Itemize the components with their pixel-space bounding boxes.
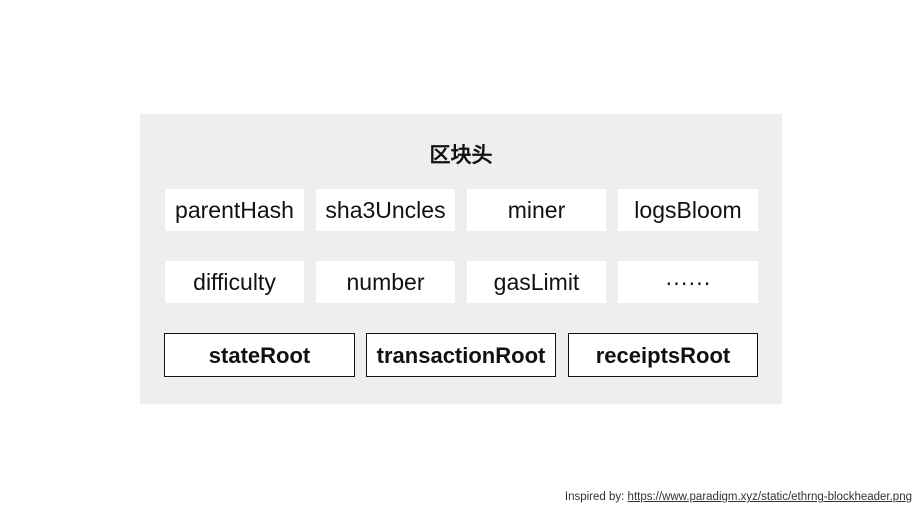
field-receipts-root: receiptsRoot bbox=[568, 333, 758, 377]
field-gas-limit: gasLimit bbox=[467, 261, 606, 303]
block-header-title: 区块头 bbox=[429, 143, 493, 167]
field-ellipsis: ······ bbox=[618, 261, 758, 303]
credit-line: Inspired by: https://www.paradigm.xyz/st… bbox=[565, 491, 912, 503]
field-miner: miner bbox=[467, 189, 606, 231]
credit-link[interactable]: https://www.paradigm.xyz/static/ethrng-b… bbox=[627, 491, 912, 503]
field-state-root: stateRoot bbox=[164, 333, 355, 377]
field-sha3-uncles: sha3Uncles bbox=[316, 189, 455, 231]
field-difficulty: difficulty bbox=[165, 261, 304, 303]
credit-prefix: Inspired by: bbox=[564, 491, 625, 503]
field-parent-hash: parentHash bbox=[165, 189, 304, 231]
field-logs-bloom: logsBloom bbox=[618, 189, 758, 231]
field-number: number bbox=[316, 261, 455, 303]
field-transaction-root: transactionRoot bbox=[366, 333, 556, 377]
